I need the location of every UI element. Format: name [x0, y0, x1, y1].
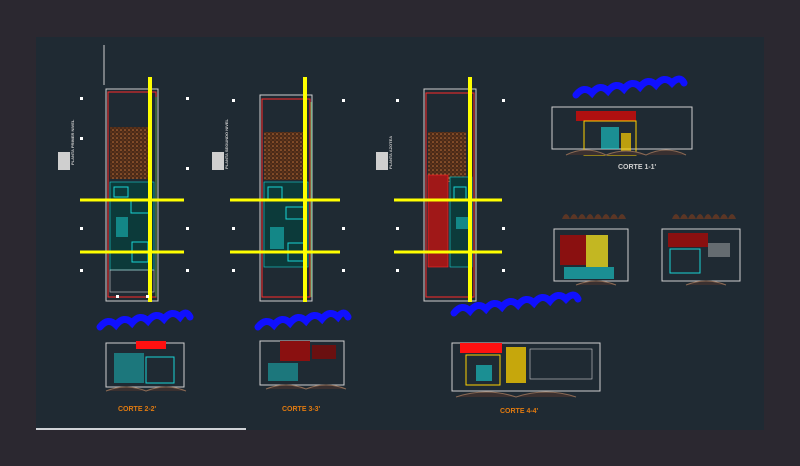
plan-first-level[interactable]: PLANTA PRIMER NIVEL	[58, 45, 189, 302]
section-label-4: CORTE 4-4'	[500, 408, 539, 415]
section-label-2: CORTE 2-2'	[118, 406, 157, 413]
plan-title-3: PLANTA AZOTEA	[388, 136, 393, 169]
section-bottom-right[interactable]: CORTE 4-4'	[450, 291, 601, 415]
plan-title-2: PLANTA SEGUNDO NIVEL	[224, 118, 229, 169]
cad-drawing[interactable]: PLANTA PRIMER NIVEL PLANTA S	[36, 37, 764, 430]
plan-title-1: PLANTA PRIMER NIVEL	[70, 119, 75, 165]
section-label-1: CORTE 1-1'	[618, 164, 657, 171]
horizontal-scrollbar[interactable]	[36, 428, 246, 430]
section-bottom-left[interactable]: CORTE 2-2'	[96, 309, 194, 413]
section-label-3: CORTE 3-3'	[282, 406, 321, 413]
section-mid-right-a[interactable]	[553, 214, 629, 286]
cad-model-space[interactable]: PLANTA PRIMER NIVEL PLANTA S	[36, 37, 764, 430]
section-top-right[interactable]: CORTE 1-1'	[551, 75, 693, 171]
section-mid-right-b[interactable]	[661, 214, 741, 286]
plan-roof[interactable]: PLANTA AZOTEA	[376, 77, 505, 302]
plan-second-level[interactable]: PLANTA SEGUNDO NIVEL	[212, 77, 345, 302]
section-bottom-middle[interactable]: CORTE 3-3'	[254, 309, 352, 413]
